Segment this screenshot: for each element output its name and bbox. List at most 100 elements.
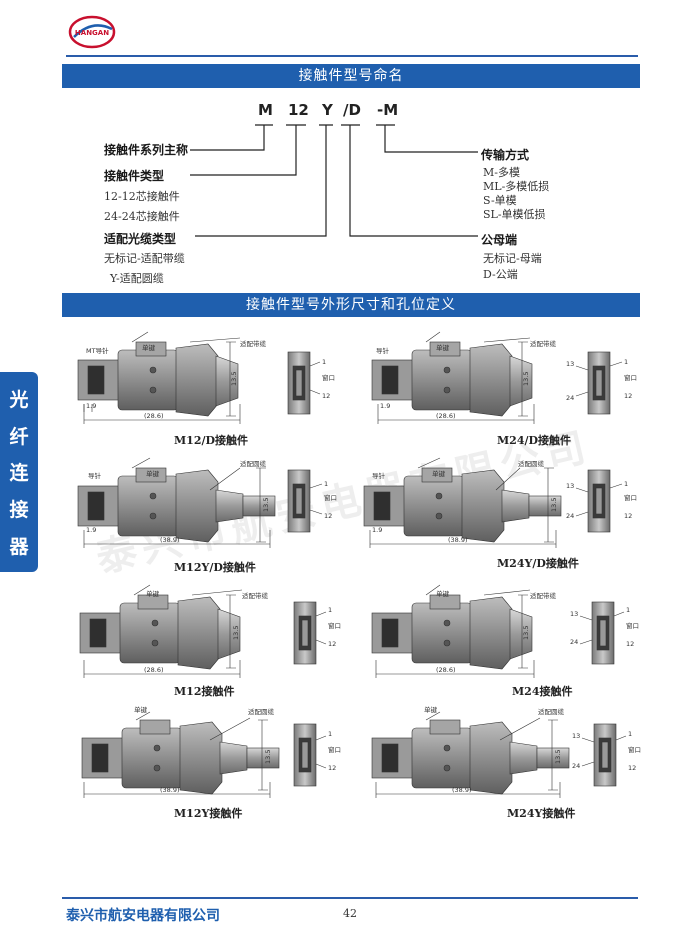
label-guide-pin: 导针 (376, 346, 390, 355)
label-mt-guide-pin: MT导针 (86, 346, 109, 355)
label-pin-1: 1 (328, 606, 332, 614)
sidebar-char: 纤 (9, 425, 29, 448)
label-1-9: 1.9 (380, 402, 390, 410)
label-window: 窗口 (322, 373, 335, 382)
transmission-item-m: M-多模 (483, 166, 520, 179)
transmission-item-sl: SL-单模低损 (483, 208, 546, 221)
label-length: (38.9) (452, 786, 472, 794)
caption-m24d: M24/D接触件 (497, 434, 572, 447)
label-pin-12: 12 (628, 764, 636, 772)
label-height: 13.5 (554, 750, 562, 764)
label-single-key: 单键 (134, 705, 148, 714)
label-window: 窗口 (324, 493, 337, 502)
label-pin-24: 24 (566, 394, 574, 402)
label-pin-12: 12 (626, 640, 634, 648)
label-pin-24: 24 (572, 762, 580, 770)
label-1-9: 1.9 (86, 402, 96, 410)
code-part-gender: /D (343, 101, 361, 119)
label-1-9: 1.9 (372, 526, 382, 534)
cable-item-ribbon: 无标记-适配带缆 (104, 252, 185, 265)
sidebar-char: 连 (9, 462, 29, 485)
label-pin-12: 12 (324, 512, 332, 520)
label-length: (38.9) (160, 536, 180, 544)
label-1-9: 1.9 (86, 526, 96, 534)
naming-leader-lines (190, 124, 478, 237)
label-pin-12: 12 (328, 764, 336, 772)
label-round-cable: 适配圆缆 (538, 707, 565, 716)
label-pin-13: 13 (566, 360, 574, 368)
label-window: 窗口 (624, 493, 637, 502)
cable-item-round: Y-适配圆缆 (110, 272, 164, 285)
label-pin-24: 24 (570, 638, 578, 646)
label-single-key: 单键 (424, 705, 438, 714)
header-rule (66, 55, 638, 57)
label-pin-13: 13 (566, 482, 574, 490)
cable-label: 适配光缆类型 (104, 232, 177, 246)
caption-m24yd: M24Y/D接触件 (497, 557, 579, 570)
caption-m24: M24接触件 (512, 685, 573, 698)
caption-m24y: M24Y接触件 (507, 807, 576, 820)
label-guide-pin: 导针 (88, 471, 102, 480)
type-item-12: 12-12芯接触件 (104, 190, 180, 203)
label-pin-12: 12 (328, 640, 336, 648)
label-pin-1: 1 (628, 730, 632, 738)
dimensions-banner: 接触件型号外形尺寸和孔位定义 (62, 293, 640, 317)
label-length: (38.9) (160, 786, 180, 794)
label-single-key: 单键 (146, 589, 160, 598)
label-length: (38.9) (448, 536, 468, 544)
code-part-type: 12 (288, 101, 309, 119)
label-height: 13.5 (232, 626, 240, 640)
code-part-cable: Y (322, 101, 333, 119)
label-window: 窗口 (628, 745, 641, 754)
series-label: 接触件系列主称 (104, 143, 189, 157)
label-ribbon-cable: 适配带缆 (530, 591, 557, 600)
transmission-label: 传输方式 (481, 148, 530, 162)
caption-m12d: M12/D接触件 (174, 434, 249, 447)
label-single-key: 单键 (142, 343, 156, 352)
sidebar-char: 器 (9, 536, 29, 559)
code-part-transmission: -M (377, 101, 399, 119)
caption-m12y: M12Y接触件 (174, 807, 243, 820)
label-pin-1: 1 (624, 480, 628, 488)
label-length: (28.6) (144, 666, 164, 674)
label-pin-13: 13 (570, 610, 578, 618)
label-pin-1: 1 (624, 358, 628, 366)
label-height: 13.5 (550, 498, 558, 512)
label-height: 13.5 (522, 372, 530, 386)
label-single-key: 单键 (436, 589, 450, 598)
label-pin-12: 12 (624, 392, 632, 400)
type-label: 接触件类型 (104, 169, 165, 183)
type-item-24: 24-24芯接触件 (104, 210, 180, 223)
logo-text: HANGAN (75, 29, 109, 37)
transmission-item-ml: ML-多模低损 (483, 180, 550, 193)
label-round-cable: 适配圆缆 (248, 707, 275, 716)
label-round-cable: 适配圆缆 (240, 459, 267, 468)
sidebar-char: 光 (9, 388, 29, 411)
label-ribbon-cable: 适配带缆 (242, 591, 269, 600)
naming-banner: 接触件型号命名 (62, 64, 640, 88)
footer-rule (62, 897, 638, 899)
label-pin-1: 1 (324, 480, 328, 488)
label-window: 窗口 (624, 373, 637, 382)
gender-item-male: D-公端 (483, 268, 518, 281)
code-part-series: M (258, 101, 273, 119)
label-guide-pin: 导针 (372, 471, 386, 480)
label-round-cable: 适配圆缆 (518, 459, 545, 468)
label-pin-13: 13 (572, 732, 580, 740)
label-pin-24: 24 (566, 512, 574, 520)
caption-m12yd: M12Y/D接触件 (174, 561, 256, 574)
category-sidebar: 光 纤 连 接 器 (0, 372, 38, 572)
label-length: (28.6) (436, 412, 456, 420)
label-pin-1: 1 (322, 358, 326, 366)
label-height: 13.5 (264, 750, 272, 764)
gender-label: 公母端 (481, 233, 518, 247)
label-height: 13.5 (522, 626, 530, 640)
caption-m12: M12接触件 (174, 685, 235, 698)
label-height: 13.5 (230, 372, 238, 386)
footer-company: 泰兴市航安电器有限公司 (66, 908, 220, 924)
label-ribbon-cable: 适配带缆 (240, 339, 267, 348)
transmission-item-s: S-单模 (483, 194, 517, 207)
label-height: 13.5 (262, 498, 270, 512)
connector-drawings: MT导针 单键 适配带缆 13.5 1.9 (28.6) 1 窗口 12 导针 … (77, 331, 641, 798)
page-number: 42 (343, 907, 357, 920)
